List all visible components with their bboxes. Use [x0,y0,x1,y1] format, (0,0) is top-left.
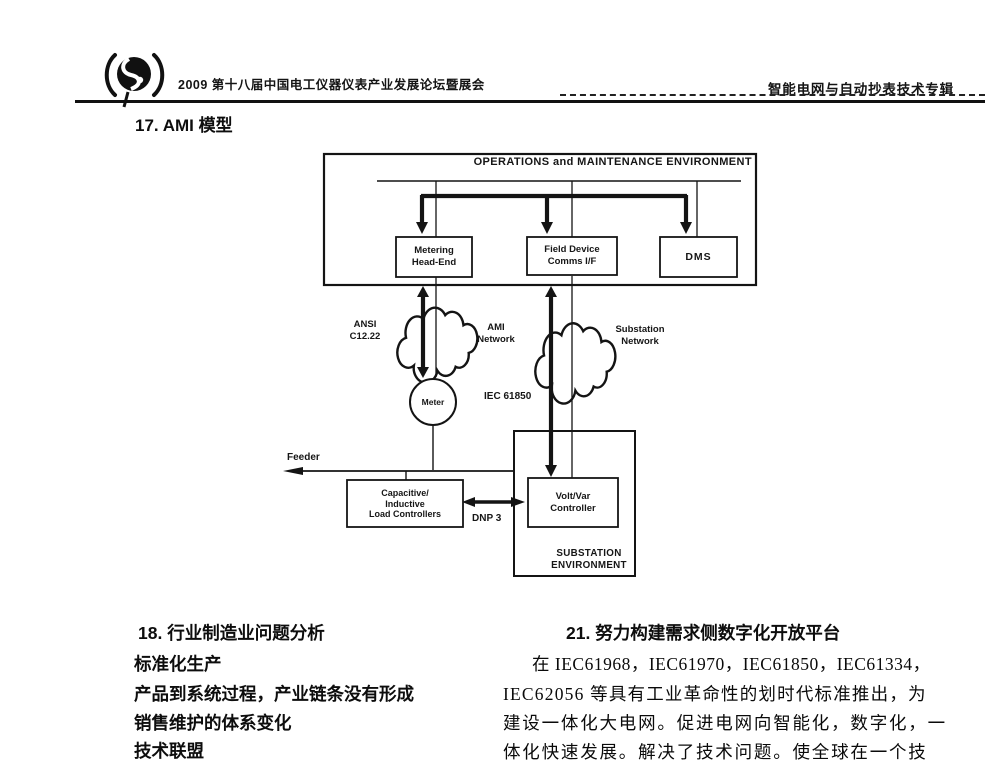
header-right-title: 智能电网与自动抄表技术专辑 [768,82,954,97]
iec61850-label: IEC 61850 [484,391,532,403]
voltvar-controller-box [527,477,619,528]
metering-head-end-label: Metering Head-End [411,245,457,268]
feeder-label: Feeder [287,451,320,463]
section18-title: 18. 行业制造业问题分析 [138,623,325,643]
header-rule-dashes [560,94,985,96]
section21-title: 21. 努力构建需求侧数字化开放平台 [566,623,841,643]
metering-head-end-box [395,236,473,278]
meter-circle [409,378,457,426]
ami-network-cloud [397,308,477,383]
capacitive-load-controllers-label: Capacitive/ Inductive Load Controllers [368,487,441,520]
dnp3-label: DNP 3 [472,513,502,525]
substation-environment-label: SUBSTATION ENVIRONMENT [551,548,627,571]
section18-line: 技术联盟 [134,741,204,760]
diagram-connectors [283,180,741,507]
meter-label: Meter [421,396,445,407]
field-device-label: Field Device Comms I/F [544,244,600,267]
section17-title: 17. AMI 模型 [135,116,233,135]
section21-line: 体化快速发展。解决了技术问题。使全球在一个技 [503,742,928,760]
conference-logo-icon [104,53,165,108]
header-left-title: 2009 第十八届中国电工仪器仪表产业发展论坛暨展会 [178,78,485,92]
substation-network-label: Substation Network [615,324,665,347]
substation-network-cloud [535,323,615,403]
voltvar-controller-label: Volt/Var Controller [550,491,596,514]
ami-network-label: AMI Network [477,322,515,345]
device-boxes [346,236,738,528]
section18-line: 标准化生产 [134,654,222,674]
section21-line: 建设一体化大电网。促进电网向智能化，数字化，一 [503,713,947,733]
dms-label: DMS [685,250,712,263]
dms-box [659,236,738,278]
section18-line: 产品到系统过程，产业链条没有形成 [134,684,414,704]
om-environment-box [322,152,758,287]
section21-line: IEC62056 等具有工业革命性的划时代标准推出，为 [503,684,927,704]
capacitive-load-controllers-box [346,479,464,528]
header-rule [75,100,985,103]
om-environment-label: OPERATIONS and MAINTENANCE ENVIRONMENT [473,155,752,168]
ansi-c1222-label: ANSI C12.22 [349,319,381,342]
section18-line: 销售维护的体系变化 [134,713,292,733]
field-device-box [526,236,618,276]
section21-line: 在 IEC61968，IEC61970，IEC61850，IEC61334， [532,654,931,674]
